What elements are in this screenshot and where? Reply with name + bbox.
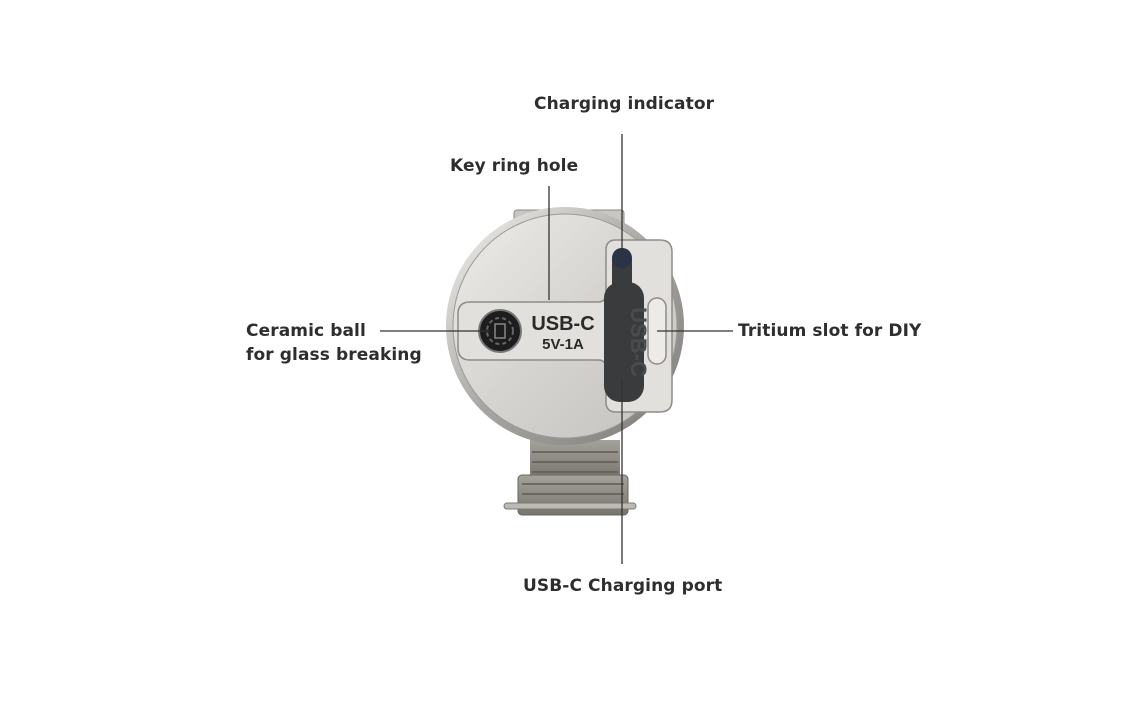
bottom-clip	[503, 440, 637, 516]
plate-text-line2: 5V-1A	[542, 336, 584, 353]
label-tritium-slot: Tritium slot for DIY	[738, 321, 922, 341]
label-charging-indicator: Charging indicator	[534, 94, 715, 114]
cover-text: USB-C	[626, 307, 651, 377]
usb-c-cover	[604, 282, 644, 402]
label-usb-c-port: USB-C Charging port	[523, 576, 723, 596]
label-key-ring-hole: Key ring hole	[450, 156, 579, 176]
leader-lines	[380, 134, 733, 564]
label-ceramic-ball-line2: for glass breaking	[246, 345, 422, 365]
label-ceramic-ball-line1: Ceramic ball	[246, 321, 366, 341]
plate-text-line1: USB-C	[531, 313, 594, 335]
